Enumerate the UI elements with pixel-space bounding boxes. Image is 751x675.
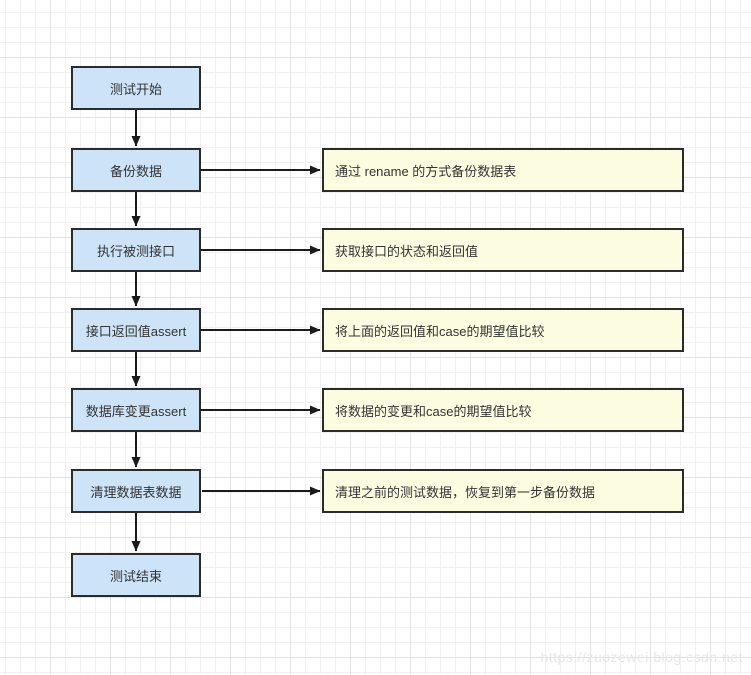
flow-node-api-assert: 接口返回值assert: [71, 308, 201, 352]
note-backup-method: 通过 rename 的方式备份数据表: [322, 148, 684, 192]
flow-node-execute-api: 执行被测接口: [71, 228, 201, 272]
flow-node-cleanup-data: 清理数据表数据: [71, 469, 201, 513]
note-compare-return: 将上面的返回值和case的期望值比较: [322, 308, 684, 352]
flow-node-test-end: 测试结束: [71, 553, 201, 597]
note-compare-db: 将数据的变更和case的期望值比较: [322, 388, 684, 432]
flow-node-backup-data: 备份数据: [71, 148, 201, 192]
note-cleanup-restore: 清理之前的测试数据，恢复到第一步备份数据: [322, 469, 684, 513]
note-get-status: 获取接口的状态和返回值: [322, 228, 684, 272]
flow-node-db-assert: 数据库变更assert: [71, 388, 201, 432]
watermark-url: https://zuozewei.blog.csdn.net: [540, 649, 743, 665]
flow-node-test-start: 测试开始: [71, 66, 201, 110]
